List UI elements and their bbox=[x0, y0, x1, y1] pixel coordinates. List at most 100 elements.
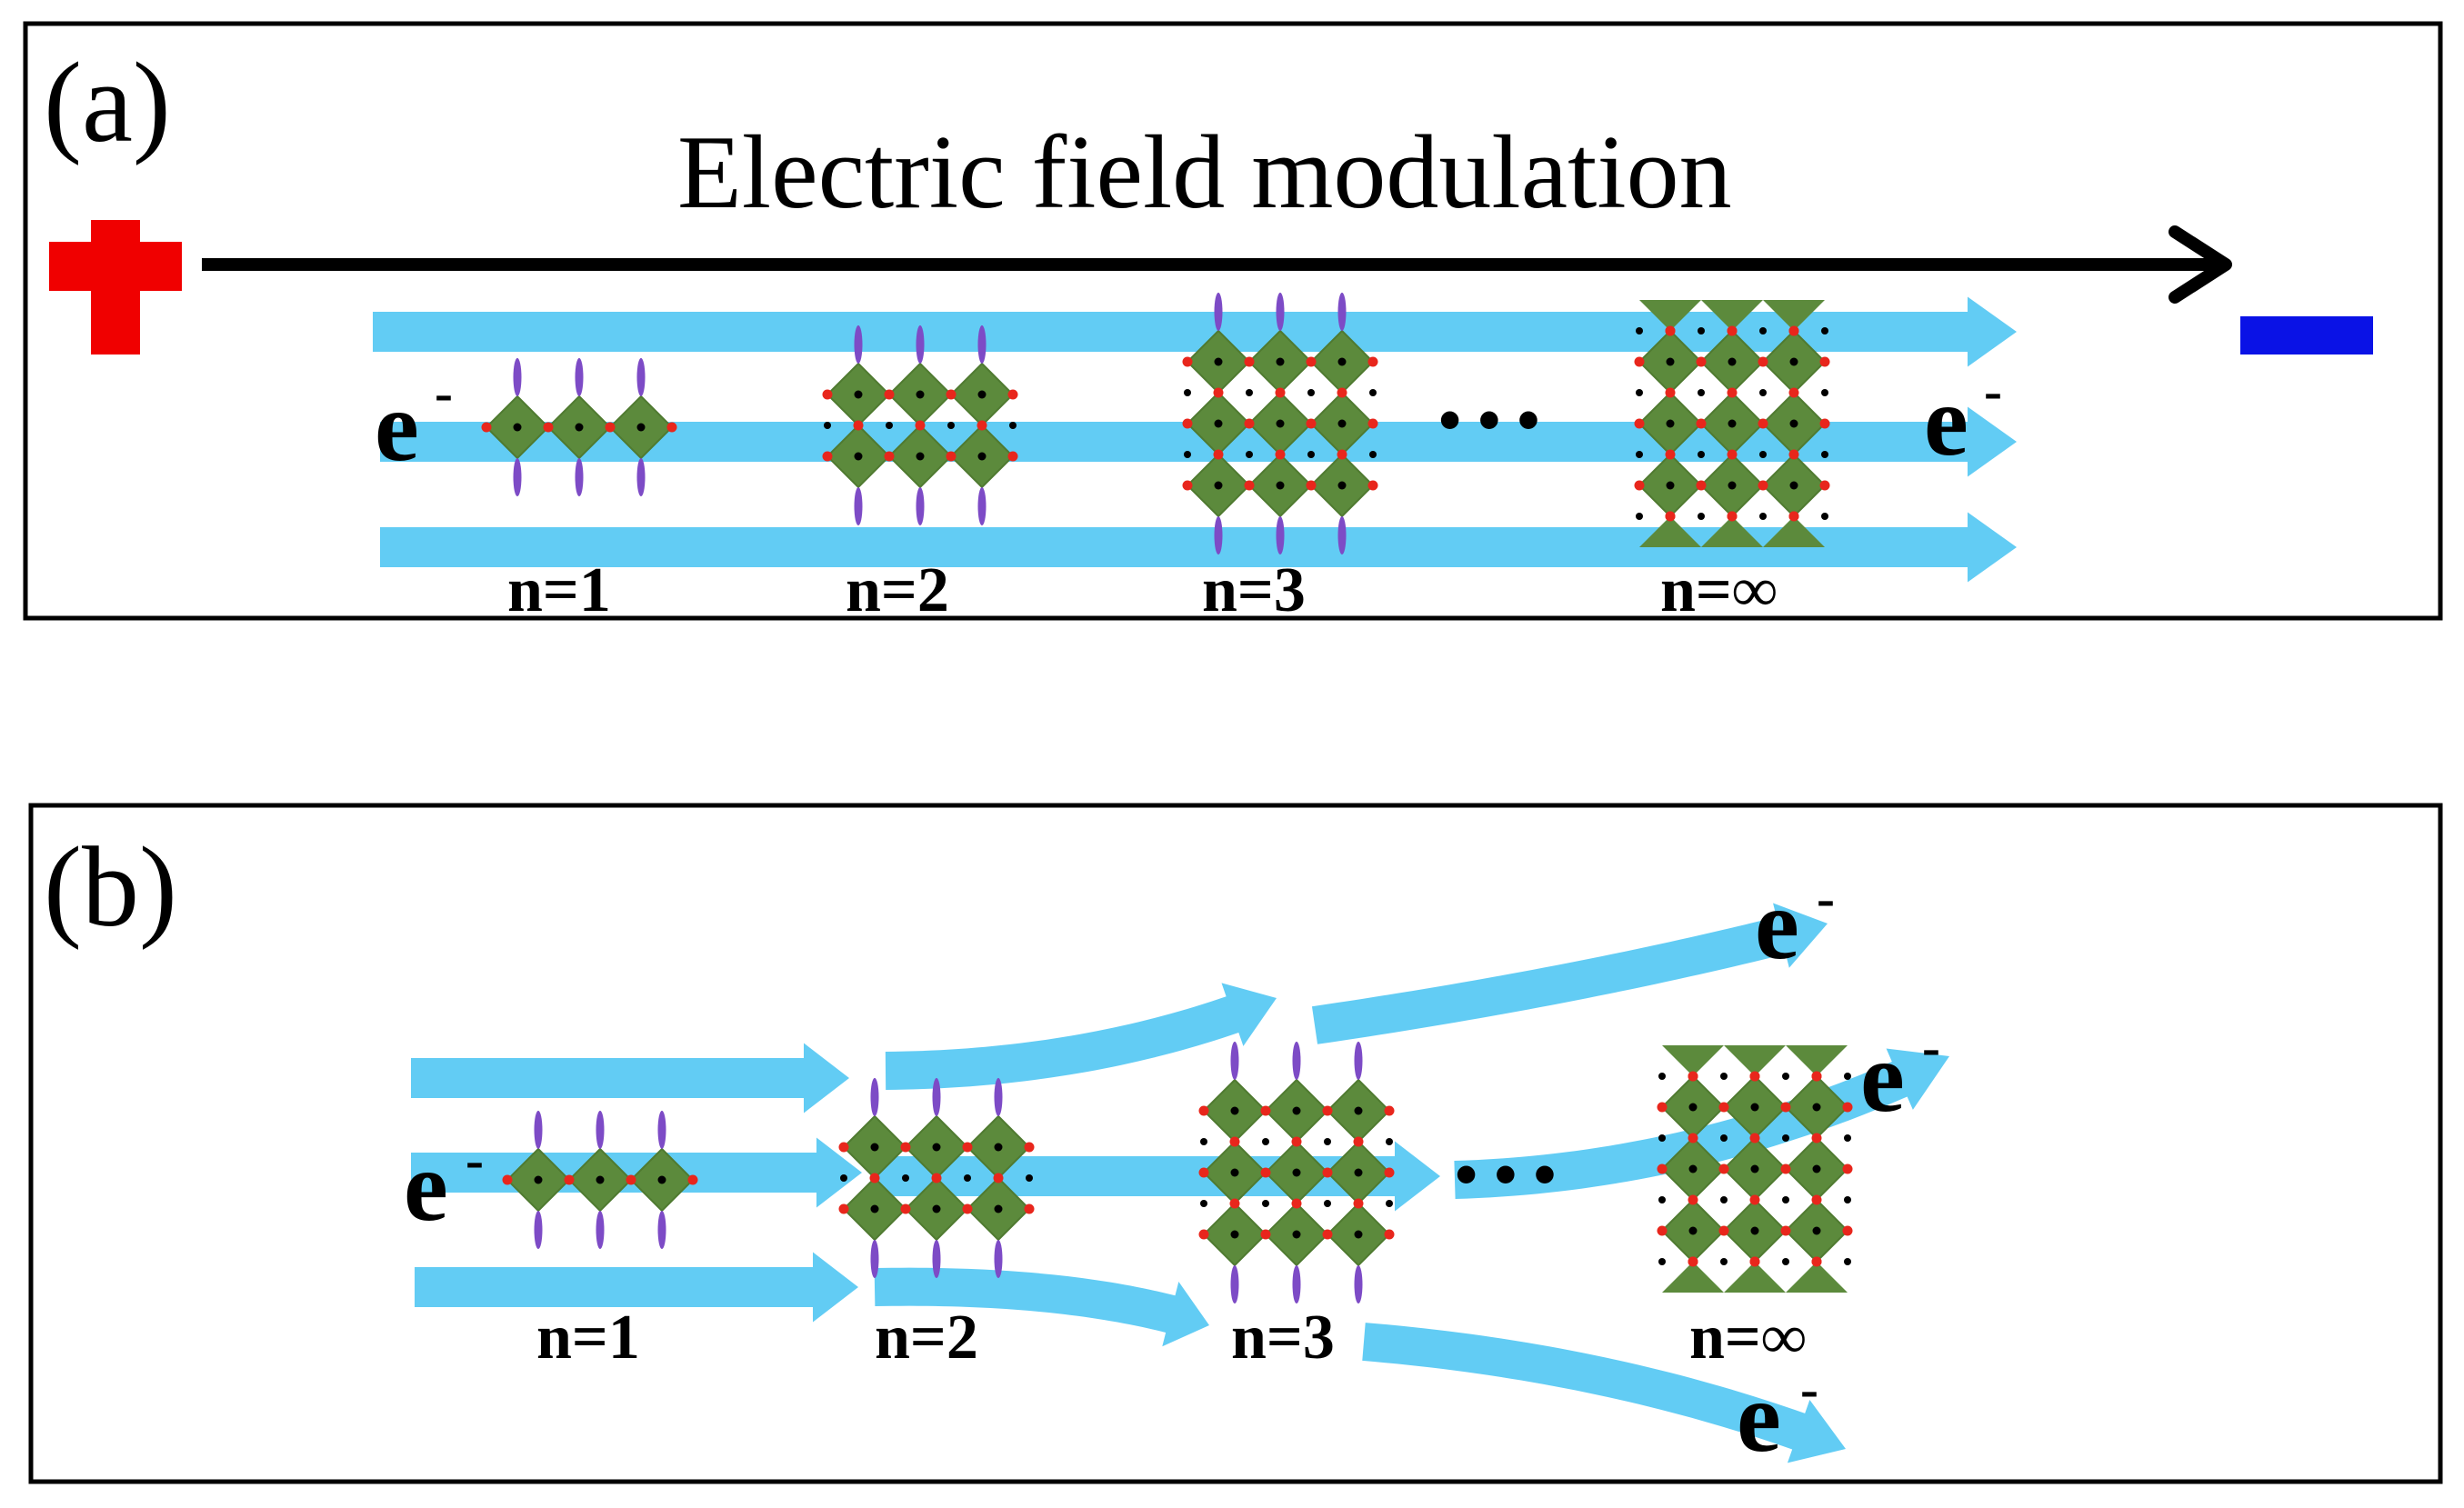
center-atom bbox=[1276, 357, 1285, 366]
center-atom bbox=[1292, 1106, 1301, 1115]
center-atom bbox=[1214, 419, 1223, 428]
vertex-atom bbox=[853, 420, 864, 431]
label-a-n1: n=1 bbox=[507, 555, 611, 625]
a-site-dot bbox=[1844, 1258, 1851, 1265]
vertex-atom bbox=[1688, 1256, 1698, 1267]
crystals-b bbox=[502, 1041, 1853, 1304]
crystal-a-ninf bbox=[1634, 300, 1830, 547]
a-site-dot bbox=[1246, 451, 1253, 458]
vertex-atom bbox=[1819, 356, 1830, 367]
a-site-dot bbox=[1200, 1200, 1207, 1207]
svg-text:e: e bbox=[375, 371, 419, 482]
electron-label-a-right: e - bbox=[1924, 361, 2002, 476]
ligand bbox=[596, 1211, 605, 1250]
vertex-atom bbox=[1275, 449, 1286, 460]
center-atom bbox=[932, 1143, 941, 1152]
a-site-dot bbox=[1844, 1134, 1851, 1142]
half-octahedron bbox=[1724, 1262, 1786, 1293]
flow-arrow-a-top bbox=[373, 296, 2017, 367]
panel-a-label: (a) bbox=[44, 40, 171, 166]
vertex-atom bbox=[1213, 387, 1224, 398]
center-atom bbox=[1750, 1164, 1759, 1173]
center-atom bbox=[1750, 1226, 1759, 1235]
panel-a-title: Electric field modulation bbox=[677, 115, 1732, 231]
vertex-atom bbox=[993, 1173, 1004, 1183]
vertex-atom bbox=[838, 1203, 849, 1214]
vertex-atom bbox=[1842, 1225, 1853, 1236]
center-atom bbox=[534, 1175, 543, 1184]
ligand bbox=[636, 458, 646, 497]
center-atom bbox=[1812, 1164, 1821, 1173]
vertex-atom bbox=[1696, 356, 1707, 367]
vertex-atom bbox=[1322, 1105, 1333, 1116]
center-atom bbox=[1750, 1103, 1759, 1112]
center-atom bbox=[1688, 1103, 1698, 1112]
vertex-atom bbox=[1811, 1071, 1822, 1082]
vertex-atom bbox=[838, 1142, 849, 1153]
ligand bbox=[596, 1110, 605, 1150]
ligand bbox=[513, 458, 522, 497]
vertex-atom bbox=[1367, 356, 1378, 367]
a-site-dot bbox=[824, 422, 831, 429]
ligand bbox=[534, 1211, 543, 1250]
a-site-dot bbox=[1759, 327, 1767, 335]
vertex-atom bbox=[1367, 480, 1378, 491]
vertex-atom bbox=[481, 422, 492, 433]
a-site-dot bbox=[1658, 1134, 1666, 1142]
crystal-a-n3 bbox=[1182, 292, 1378, 555]
vertex-atom bbox=[822, 389, 833, 400]
label-a-ninf: n=∞ bbox=[1660, 555, 1778, 625]
a-site-dot bbox=[1821, 389, 1828, 396]
vertex-atom bbox=[1780, 1225, 1791, 1236]
svg-text:e: e bbox=[404, 1131, 448, 1242]
flow-arrow-b-top-3 bbox=[1311, 903, 1828, 1044]
svg-text:-: - bbox=[435, 363, 453, 423]
vertex-atom bbox=[1213, 449, 1224, 460]
vertex-atom bbox=[1229, 1198, 1240, 1209]
a-site-dot bbox=[947, 422, 955, 429]
panel-b-label: (b) bbox=[44, 824, 177, 951]
vertex-atom bbox=[1306, 480, 1317, 491]
crystal-b-n2 bbox=[838, 1077, 1035, 1279]
a-site-dot bbox=[1782, 1134, 1789, 1142]
vertex-atom bbox=[1665, 387, 1676, 398]
a-site-dot bbox=[1720, 1073, 1728, 1080]
half-octahedron bbox=[1701, 516, 1763, 547]
center-atom bbox=[1728, 419, 1737, 428]
a-site-dot bbox=[1636, 513, 1643, 520]
vertex-atom bbox=[1198, 1229, 1209, 1240]
vertex-atom bbox=[1727, 325, 1738, 336]
vertex-atom bbox=[931, 1173, 942, 1183]
vertex-atom bbox=[1758, 356, 1768, 367]
a-site-dot bbox=[1324, 1138, 1331, 1145]
half-octahedron bbox=[1701, 300, 1763, 331]
center-atom bbox=[1230, 1106, 1239, 1115]
ligand bbox=[657, 1211, 666, 1250]
vertex-atom bbox=[1260, 1229, 1271, 1240]
vertex-atom bbox=[1688, 1194, 1698, 1205]
ligand bbox=[575, 458, 584, 497]
a-site-dot bbox=[1386, 1200, 1393, 1207]
vertex-atom bbox=[1244, 480, 1255, 491]
a-site-dot bbox=[1821, 451, 1828, 458]
panel-b-frame bbox=[28, 803, 2443, 1484]
svg-text:-: - bbox=[1800, 1359, 1818, 1419]
a-site-dot bbox=[1720, 1196, 1728, 1203]
a-site-dot bbox=[1759, 451, 1767, 458]
center-atom bbox=[1292, 1230, 1301, 1239]
center-atom bbox=[1230, 1230, 1239, 1239]
vertex-atom bbox=[1749, 1194, 1760, 1205]
vertex-atom bbox=[1275, 387, 1286, 398]
center-atom bbox=[977, 452, 987, 461]
center-atom bbox=[1666, 357, 1675, 366]
ligand bbox=[1337, 516, 1347, 555]
ligand bbox=[932, 1240, 941, 1279]
center-atom bbox=[1812, 1226, 1821, 1235]
a-site-dot bbox=[1636, 389, 1643, 396]
center-atom bbox=[870, 1204, 879, 1213]
vertex-atom bbox=[962, 1203, 973, 1214]
vertex-atom bbox=[1811, 1256, 1822, 1267]
vertex-atom bbox=[1260, 1167, 1271, 1178]
flow-arrow-b-bottom-1 bbox=[415, 1252, 858, 1323]
